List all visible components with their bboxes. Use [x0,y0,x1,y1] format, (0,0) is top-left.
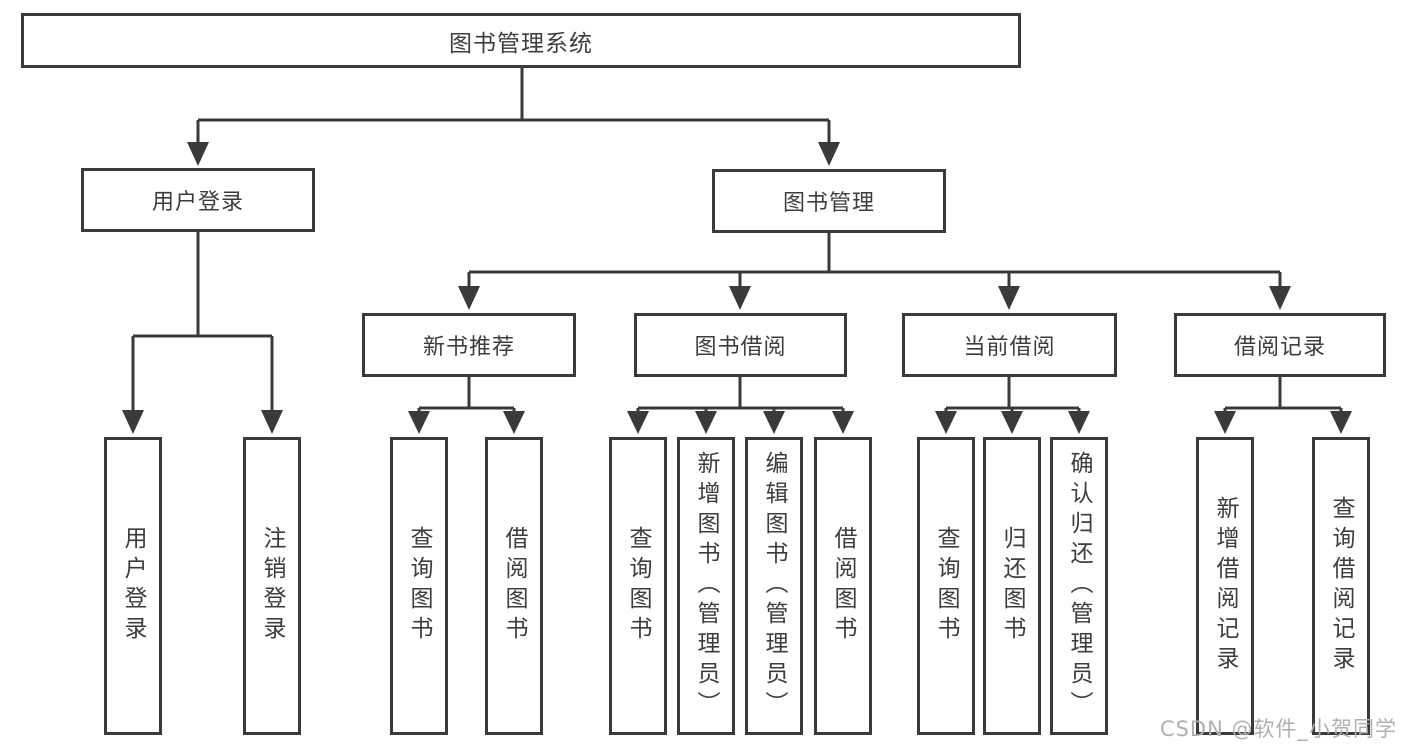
arrowhead-new-book-rec [458,286,480,310]
arrowhead-leaf-add-book [695,411,717,434]
arrowhead-leaf-query-book-rec [408,411,430,434]
leaf-borrow-book-rec: 借阅图书 [485,437,543,735]
arrowhead-user-login [187,142,209,166]
arrowhead-leaf-logout [261,410,283,434]
connector-book-borrow-children [636,377,845,414]
arrowhead-leaf-query-book-borrow [627,411,649,434]
leaf-query-book-rec: 查询图书 [390,437,448,735]
leaf-query-book-current: 查询图书 [917,437,975,735]
leaf-add-borrow-record: 新增借阅记录 [1196,437,1254,735]
connector-new-book-rec-children [417,377,516,414]
arrowhead-book-borrow [729,286,751,310]
node-book-borrow: 图书借阅 [634,313,847,377]
node-book-mgmt: 图书管理 [712,169,946,233]
node-root: 图书管理系统 [21,13,1021,68]
leaf-add-book-admin: 新增图书（管理员） [677,437,735,735]
watermark: CSDN @软件_小贺同学 [1159,717,1397,741]
arrowhead-leaf-add-borrow-record [1214,411,1236,434]
arrowhead-leaf-query-book-current [935,411,957,434]
connector-current-borrow-children [944,377,1081,414]
node-borrow-record: 借阅记录 [1174,313,1386,377]
connector-root-to-level2 [196,66,831,144]
arrowhead-borrow-record [1269,286,1291,310]
connector-user-login-children [131,232,274,412]
arrowhead-leaf-return-book [1001,411,1023,434]
node-current-borrow: 当前借阅 [902,313,1117,377]
arrowhead-leaf-confirm-return [1068,411,1090,434]
arrowhead-current-borrow [998,286,1020,310]
leaf-query-borrow-record: 查询借阅记录 [1312,437,1370,735]
arrowhead-leaf-query-borrow-record [1330,411,1352,434]
node-user-login: 用户登录 [81,168,315,232]
leaf-edit-book-admin: 编辑图书（管理员） [745,437,803,735]
node-new-book-rec: 新书推荐 [362,313,576,377]
arrowhead-leaf-edit-book [763,411,785,434]
arrowhead-leaf-user-login [122,410,144,434]
arrowhead-book-mgmt [818,142,840,166]
arrowhead-leaf-borrow-book-rec [503,411,525,434]
leaf-borrow-book: 借阅图书 [814,437,872,735]
leaf-logout: 注销登录 [243,437,301,735]
connector-book-mgmt-to-level3 [467,233,1282,288]
arrowhead-leaf-borrow-book [832,411,854,434]
leaf-confirm-return-admin: 确认归还（管理员） [1050,437,1108,735]
connector-borrow-record-children [1223,377,1343,414]
leaf-user-login: 用户登录 [104,437,162,735]
leaf-query-book-borrow: 查询图书 [609,437,667,735]
leaf-return-book: 归还图书 [983,437,1041,735]
